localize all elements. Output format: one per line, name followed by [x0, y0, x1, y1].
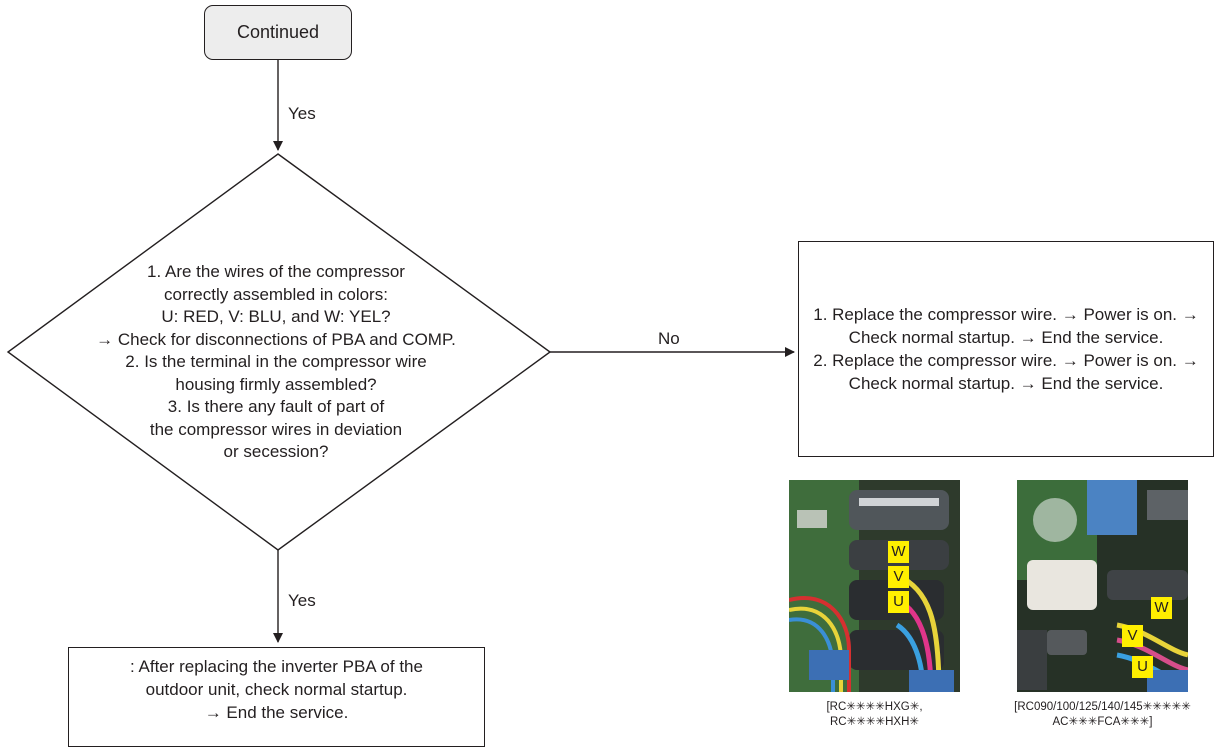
phase-tag-u: U [1132, 656, 1153, 678]
caption-line: [RC✳✳✳✳HXG✳, [826, 701, 923, 713]
question-line: 2. Is the terminal in the compressor wir… [125, 352, 427, 371]
caption-line: AC✳✳✳FCA✳✳✳] [1052, 716, 1153, 728]
caption-line: [RC090/100/125/140/145✳✳✳✳✳ [1014, 701, 1191, 713]
action-yes-line: : After replacing the inverter PBA of th… [130, 657, 423, 676]
question-line: correctly assembled in colors: [164, 284, 388, 304]
phase-tag-v: V [888, 566, 909, 588]
edge-label-yes-top: Yes [288, 104, 316, 123]
action-no-line: Check normal startup. → End the service. [848, 374, 1164, 393]
action-no-line: 1. Replace the compressor wire. → Power … [813, 305, 1199, 324]
edge-label-yes-bottom: Yes [288, 591, 316, 610]
question-line: → Check for disconnections of PBA and CO… [96, 329, 456, 349]
question-line: 3. Is there any fault of part of [167, 397, 385, 416]
photo-2-illustration [1017, 480, 1188, 692]
action-no-text: 1. Replace the compressor wire. → Power … [799, 303, 1213, 395]
action-yes-line: → End the service. [204, 703, 349, 722]
start-node-continued: Continued [204, 5, 352, 60]
action-box-no: 1. Replace the compressor wire. → Power … [798, 241, 1214, 457]
phase-tag-u: U [888, 591, 909, 613]
action-yes-line: outdoor unit, check normal startup. [145, 680, 408, 699]
phase-tag-w: W [888, 541, 909, 563]
question-line: or secession? [223, 442, 329, 461]
photo-2-caption: [RC090/100/125/140/145✳✳✳✳✳ AC✳✳✳FCA✳✳✳] [1000, 700, 1205, 730]
question-line: U: RED, V: BLU, and W: YEL? [161, 307, 391, 326]
action-no-line: 2. Replace the compressor wire. → Power … [813, 351, 1199, 370]
phase-tag-w: W [1151, 597, 1172, 619]
phase-tag-v: V [1122, 625, 1143, 647]
question-line: the compressor wires in deviation [149, 419, 403, 439]
action-box-yes: : After replacing the inverter PBA of th… [68, 647, 485, 747]
decision-question-text: 1. Are the wires of the compressor corre… [66, 261, 486, 464]
photo-1-illustration [789, 480, 960, 692]
compressor-wiring-photo-2: W V U [1017, 480, 1188, 692]
start-label: Continued [236, 22, 320, 42]
caption-line: RC✳✳✳✳HXH✳ [829, 716, 920, 728]
action-no-line: Check normal startup. → End the service. [848, 328, 1164, 347]
compressor-wiring-photo-1: W V U [789, 480, 960, 692]
question-line: 1. Are the wires of the compressor [147, 262, 405, 281]
photo-1-caption: [RC✳✳✳✳HXG✳, RC✳✳✳✳HXH✳ [789, 700, 960, 730]
question-line: housing firmly assembled? [175, 374, 377, 394]
edge-label-no: No [658, 329, 680, 348]
